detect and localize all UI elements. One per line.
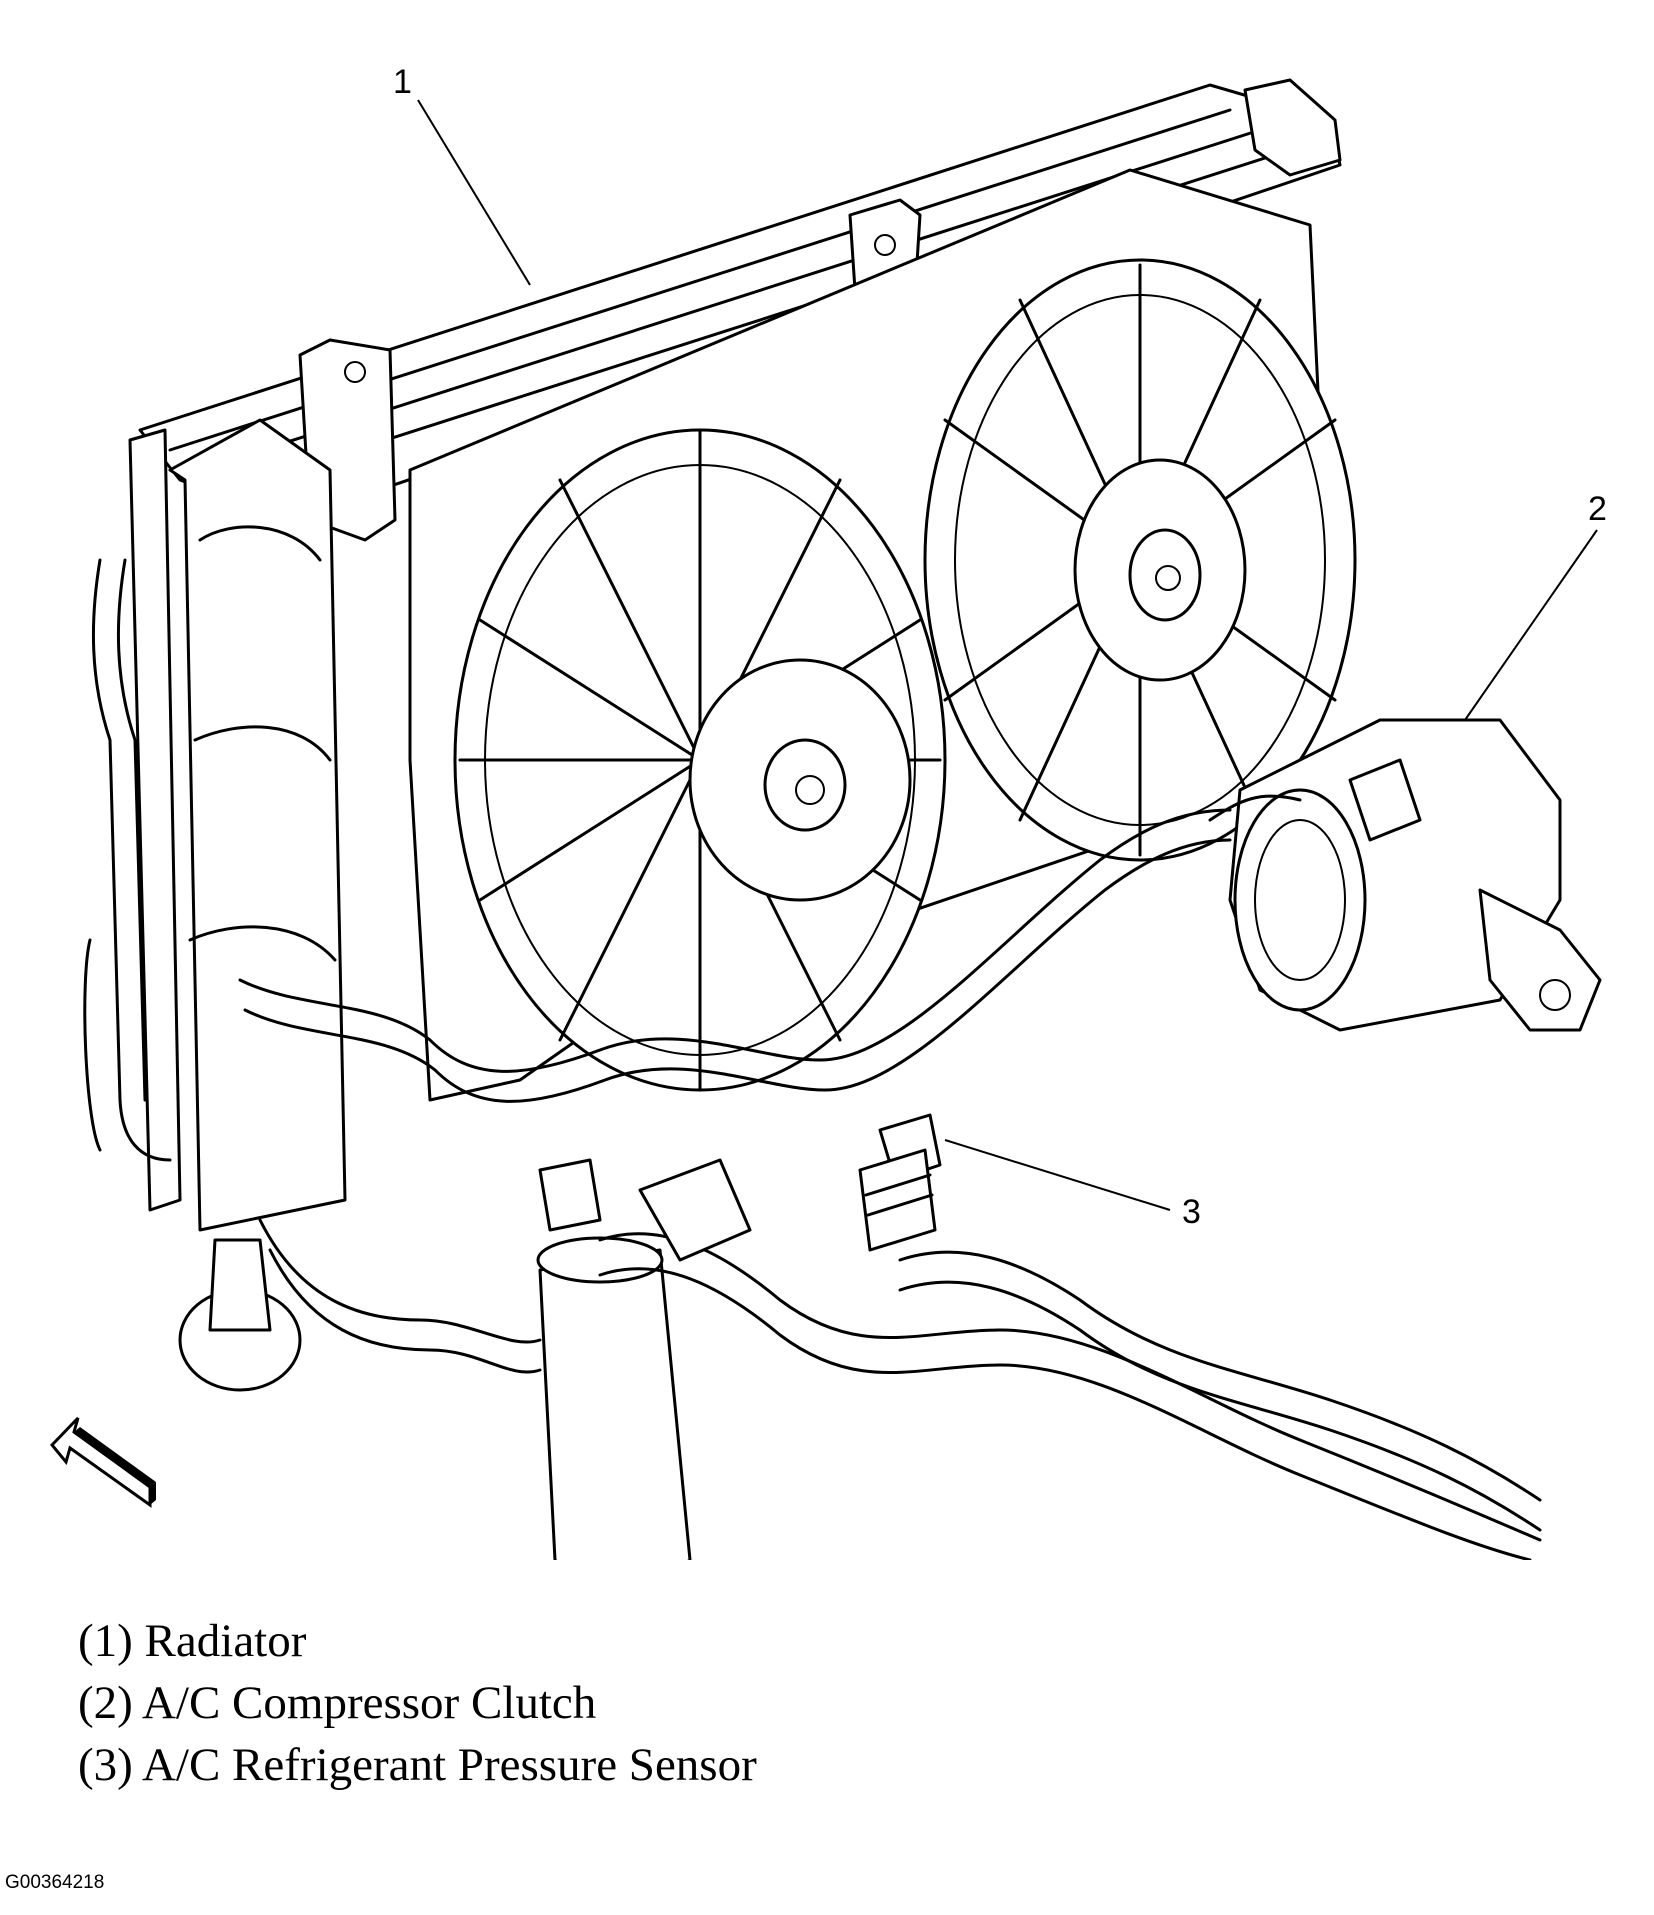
ac-compressor bbox=[1208, 718, 1602, 1032]
right-cooling-fan bbox=[923, 258, 1357, 862]
legend-item-radiator: (1) Radiator bbox=[78, 1615, 307, 1667]
refrigerant-lines bbox=[178, 808, 1542, 1560]
callout-2-leader bbox=[1464, 529, 1598, 721]
callout-3-leader bbox=[944, 1139, 1171, 1211]
component-legend: (1) Radiator (2) A/C Compressor Clutch (… bbox=[78, 1610, 757, 1796]
ac-system-illustration bbox=[49, 78, 1602, 1560]
left-cooling-fan bbox=[453, 428, 947, 1092]
front-direction-arrow-icon bbox=[49, 1416, 156, 1508]
legend-item-ac-refrigerant-pressure-sensor: (3) A/C Refrigerant Pressure Sensor bbox=[78, 1739, 757, 1791]
legend-item-ac-compressor-clutch: (2) A/C Compressor Clutch bbox=[78, 1677, 597, 1729]
callout-1-leader bbox=[417, 99, 531, 286]
ac-refrigerant-pressure-sensor bbox=[858, 1113, 942, 1252]
figure-id: G00364218 bbox=[5, 1872, 105, 1893]
callout-1-label: 1 bbox=[393, 63, 412, 101]
callout-3-label: 3 bbox=[1182, 1193, 1201, 1231]
callout-2-label: 2 bbox=[1588, 490, 1607, 528]
